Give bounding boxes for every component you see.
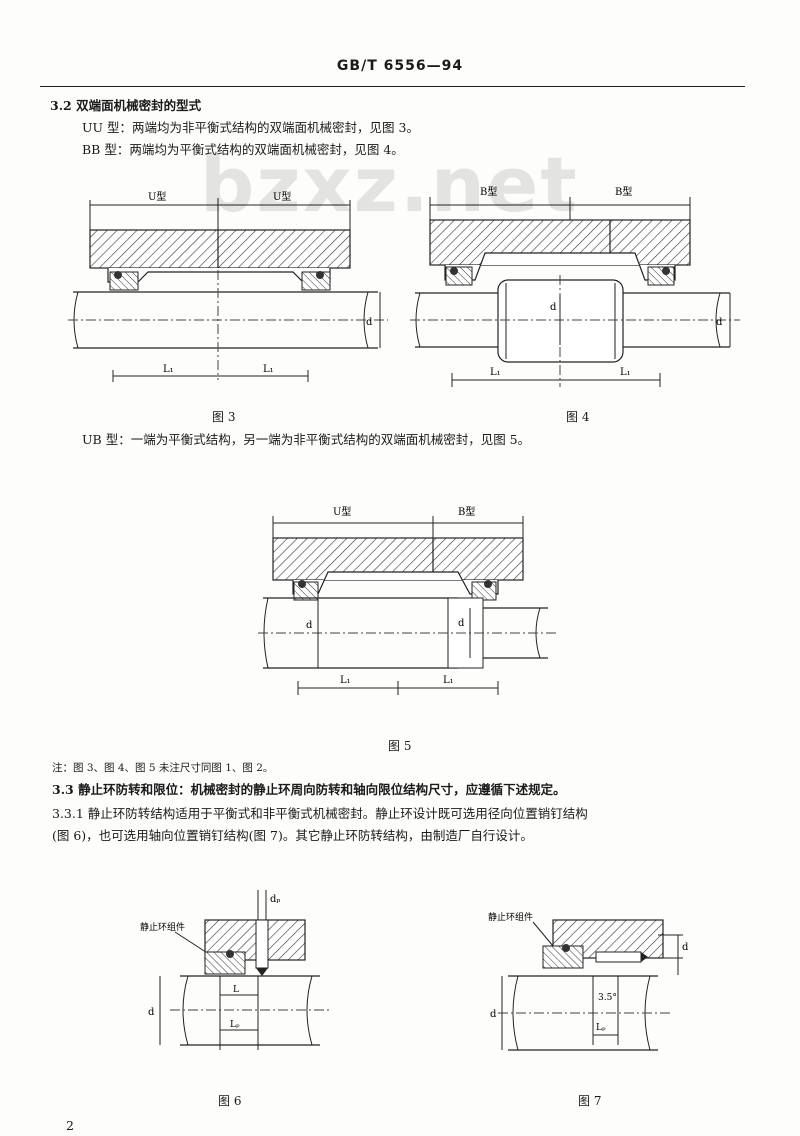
fig4-diameter: d — [716, 317, 723, 328]
fig7-caption: 图 7 — [578, 1094, 602, 1108]
fig5-diameter-left: d — [306, 620, 313, 631]
fig5-caption: 图 5 — [388, 739, 412, 753]
fig3-length-right: L₁ — [263, 364, 274, 375]
fig7-callout: 静止环组件 — [488, 911, 533, 923]
fig4-length-right: L₁ — [620, 367, 631, 378]
section-3-2-heading: 3.2 双端面机械密封的型式 — [50, 98, 202, 113]
bb-type-text: BB 型：两端均为平衡式结构的双端面机械密封，见图 4。 — [82, 142, 404, 157]
fig3-left-type: U型 — [148, 190, 166, 203]
fig6-pin-diameter: dₚ — [270, 894, 280, 905]
ub-type-text: UB 型：一端为平衡式结构，另一端为非平衡式结构的双端面机械密封，见图 5。 — [82, 432, 531, 447]
fig4-right-type: B型 — [615, 185, 632, 198]
section-3-3-1-line2: (图 6)，也可选用轴向位置销钉结构(图 7)。其它静止环防转结构，由制造厂自行… — [52, 828, 533, 843]
section-3-3-1-line1: 3.3.1 静止环防转结构适用于平衡式和非平衡式机械密封。静止环设计既可选用径向… — [52, 806, 588, 821]
fig3-caption: 图 3 — [212, 410, 236, 424]
figure-6: 静止环组件 dₚ L Lₚ d — [140, 890, 330, 1050]
fig4-length-left: L₁ — [490, 367, 501, 378]
figure-5: U型 B型 d d L₁ L₁ — [258, 505, 558, 695]
standard-number: GB/T 6556—94 — [336, 58, 464, 74]
fig5-length-right: L₁ — [443, 675, 454, 686]
figure-3: U型 U型 d L₁ L₁ — [68, 190, 388, 382]
fig6-length: L — [233, 985, 239, 995]
fig6-callout: 静止环组件 — [140, 921, 185, 933]
watermark: bzxz.net — [200, 140, 579, 229]
fig5-left-type: U型 — [333, 505, 351, 518]
fig7-pin-diameter: d — [682, 942, 689, 953]
figure-7: 静止环组件 d 3.5° Lₚ d — [488, 911, 689, 1051]
uu-type-text: UU 型：两端均为非平衡式结构的双端面机械密封，见图 3。 — [82, 120, 419, 135]
fig4-caption: 图 4 — [566, 410, 590, 424]
page-number: 2 — [66, 1118, 74, 1133]
fig6-length-p: Lₚ — [230, 1020, 240, 1030]
fig5-diameter-right: d — [458, 618, 465, 629]
fig6-diameter: d — [148, 1007, 155, 1018]
fig3-diameter: d — [366, 317, 373, 328]
fig4-left-type: B型 — [480, 185, 497, 198]
figure-note: 注：图 3、图 4、图 5 未注尺寸同图 1、图 2。 — [52, 762, 274, 774]
fig3-length-left: L₁ — [163, 364, 174, 375]
fig6-caption: 图 6 — [218, 1094, 242, 1108]
fig3-right-type: U型 — [273, 190, 291, 203]
fig4-sleeve-diameter: d — [550, 302, 557, 313]
fig5-length-left: L₁ — [340, 675, 351, 686]
fig7-angle: 3.5° — [598, 993, 617, 1003]
header-rule — [40, 86, 745, 87]
figure-4: B型 B型 d d L₁ L₁ — [410, 185, 740, 387]
fig7-length-p: Lₚ — [596, 1023, 606, 1033]
fig5-right-type: B型 — [458, 505, 475, 518]
section-3-3-heading: 3.3 静止环防转和限位：机械密封的静止环周向防转和轴向限位结构尺寸，应遵循下述… — [52, 782, 566, 797]
fig7-diameter: d — [490, 1009, 497, 1020]
